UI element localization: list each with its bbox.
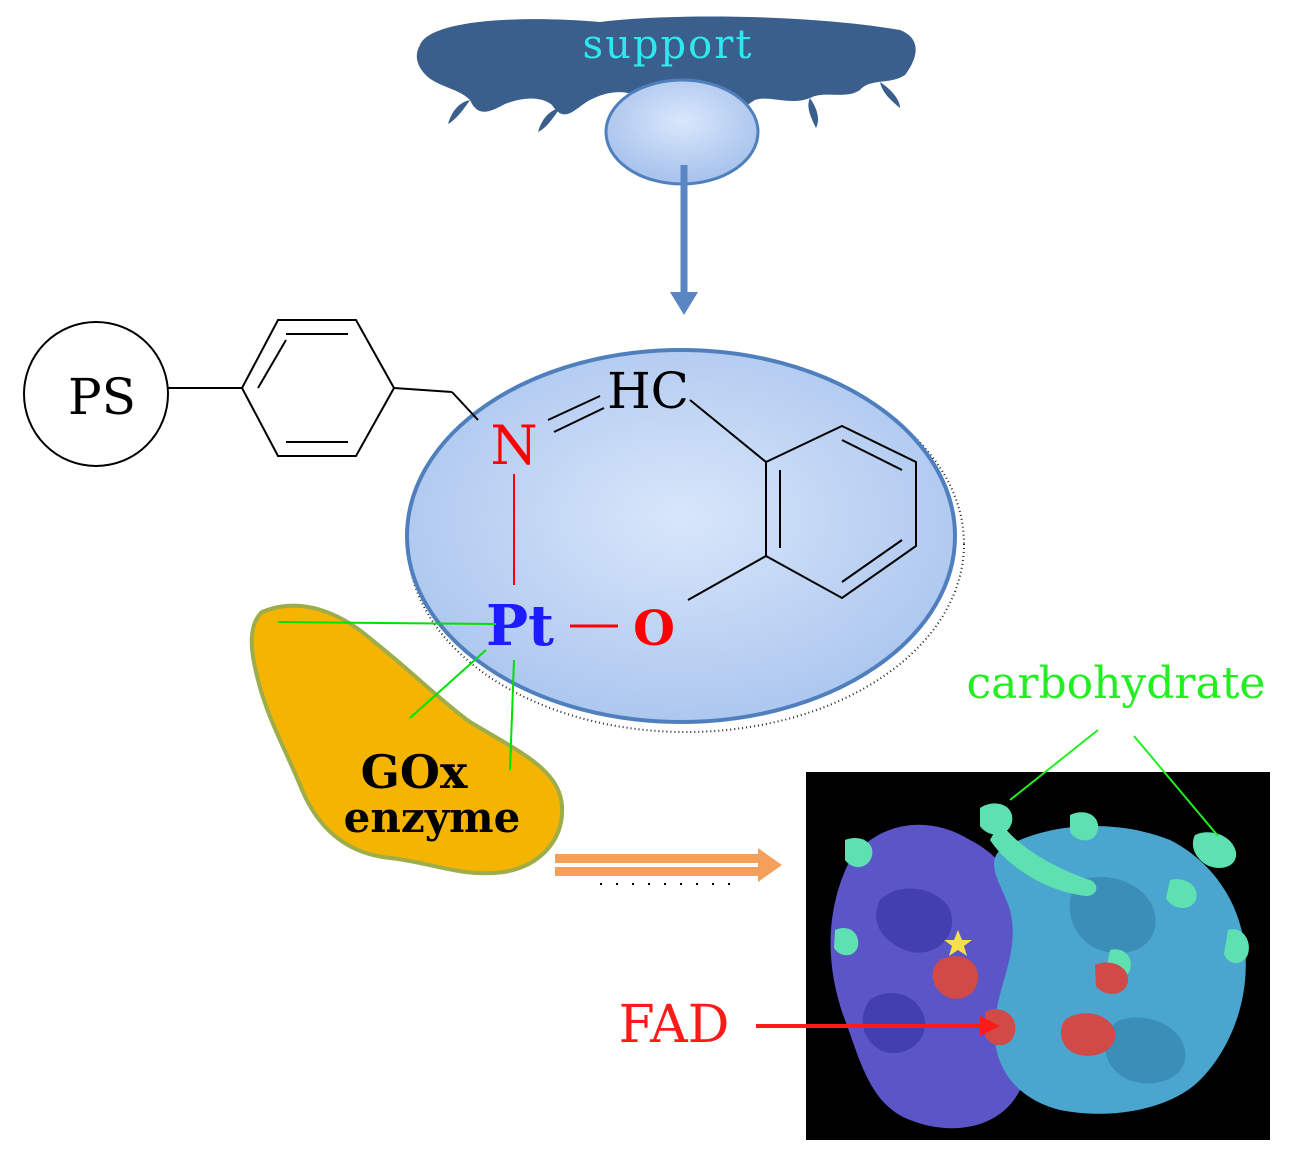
fad-arrow bbox=[756, 1016, 1000, 1036]
support-label: support bbox=[583, 22, 754, 68]
gox-enzyme-blob bbox=[249, 603, 565, 876]
support-cloud-shape bbox=[416, 16, 916, 115]
coordination-lines bbox=[277, 621, 515, 771]
ps-label: PS bbox=[68, 368, 136, 426]
fad-label: FAD bbox=[619, 995, 730, 1055]
carbohydrate-pointers bbox=[1009, 729, 1219, 837]
ring-o-bond bbox=[687, 555, 767, 601]
oxygen-label: O bbox=[633, 601, 675, 657]
ch2-bond bbox=[393, 387, 453, 393]
gox-label: GOx bbox=[361, 745, 468, 799]
enzyme-label: enzyme bbox=[344, 793, 521, 842]
hc-ring-bond bbox=[689, 399, 767, 463]
support-arrow bbox=[670, 165, 698, 315]
glucose-oxidase-structure-image bbox=[806, 772, 1270, 1140]
orange-arrow bbox=[555, 848, 782, 885]
hc-label: HC bbox=[607, 362, 689, 420]
imine-double-bond bbox=[547, 395, 605, 433]
ps-group: PS bbox=[23, 321, 169, 467]
complex-shadow bbox=[407, 355, 965, 733]
polystyrene-circle bbox=[23, 321, 169, 467]
platinum-label: Pt bbox=[486, 593, 554, 659]
ch2-n-bond bbox=[451, 391, 479, 421]
carbohydrate-label: carbohydrate bbox=[967, 658, 1266, 709]
complex-ellipse bbox=[405, 348, 957, 724]
support-cloud: support bbox=[416, 16, 916, 132]
nitrogen-label: N bbox=[490, 414, 537, 477]
phenyl-ring bbox=[240, 319, 396, 457]
